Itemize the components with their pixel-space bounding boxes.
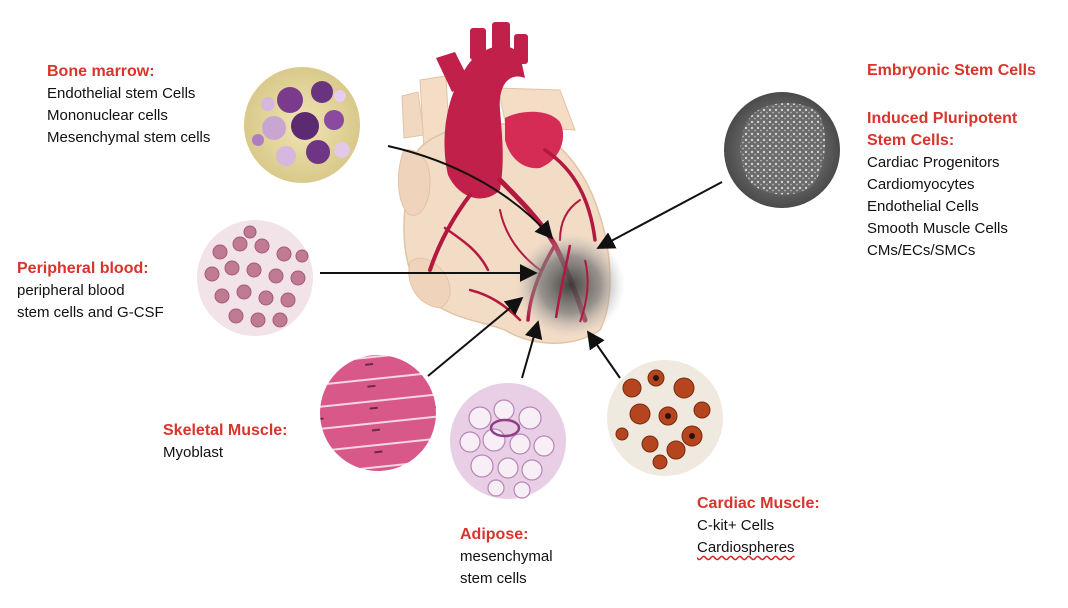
peripheral-blood-title: Peripheral blood: <box>17 260 149 277</box>
cardiac-muscle-micrograph <box>607 360 723 476</box>
heart-illustration <box>397 22 625 344</box>
peripheral-blood-label: Peripheral blood: peripheral blood stem … <box>17 258 164 324</box>
adipose-title: Adipose: <box>460 526 529 543</box>
peripheral-blood-micrograph <box>197 220 313 336</box>
skeletal-muscle-label: Skeletal Muscle: Myoblast <box>163 420 288 464</box>
bone-marrow-title: Bone marrow: <box>47 63 155 80</box>
arrows <box>320 145 723 379</box>
embryonic-stem-cells-title: Embryonic Stem Cells <box>867 62 1036 79</box>
arrow-ipsc <box>596 181 723 249</box>
cardiac-muscle-line: C-kit+ Cells <box>697 517 775 534</box>
bone-marrow-line: Endothelial stem Cells <box>47 85 196 102</box>
ipsc-line: Cardiomyocytes <box>867 176 975 193</box>
cardiac-muscle-title: Cardiac Muscle: <box>697 495 820 512</box>
peripheral-blood-line: peripheral blood <box>17 282 125 299</box>
skeletal-muscle-micrograph <box>320 355 436 471</box>
skeletal-muscle-title: Skeletal Muscle: <box>163 422 288 439</box>
bone-marrow-micrograph <box>244 67 360 183</box>
arrow-skeletal-muscle <box>427 296 524 377</box>
ipsc-colony-micrograph <box>724 92 840 208</box>
bone-marrow-line: Mononuclear cells <box>47 107 168 124</box>
adipose-line: mesenchymal <box>460 548 553 565</box>
arrow-cardiac-muscle <box>586 330 621 379</box>
peripheral-blood-line: stem cells and G-CSF <box>17 304 164 321</box>
ipsc-line: CMs/ECs/SMCs <box>867 242 976 259</box>
arrow-adipose <box>521 320 543 379</box>
ipsc-title: Induced Pluripotent <box>867 110 1018 127</box>
bone-marrow-line: Mesenchymal stem cells <box>47 129 211 146</box>
ipsc-title: Stem Cells: <box>867 132 955 149</box>
arrow-bone-marrow <box>387 145 554 240</box>
ipsc-line: Smooth Muscle Cells <box>867 220 1008 237</box>
ipsc-label: Induced Pluripotent Stem Cells: Cardiac … <box>867 108 1017 262</box>
skeletal-muscle-line: Myoblast <box>163 444 224 461</box>
adipose-micrograph <box>450 383 566 499</box>
ipsc-line: Endothelial Cells <box>867 198 979 215</box>
embryonic-stem-cells-label: Embryonic Stem Cells <box>867 60 1036 82</box>
cardiac-muscle-line: Cardiospheres <box>697 539 795 556</box>
bone-marrow-label: Bone marrow: Endothelial stem Cells Mono… <box>47 61 210 149</box>
cardiac-muscle-label: Cardiac Muscle: C-kit+ Cells Cardiospher… <box>697 493 820 559</box>
adipose-line: stem cells <box>460 570 527 587</box>
adipose-label: Adipose: mesenchymal stem cells <box>460 524 553 590</box>
ipsc-line: Cardiac Progenitors <box>867 154 1000 171</box>
